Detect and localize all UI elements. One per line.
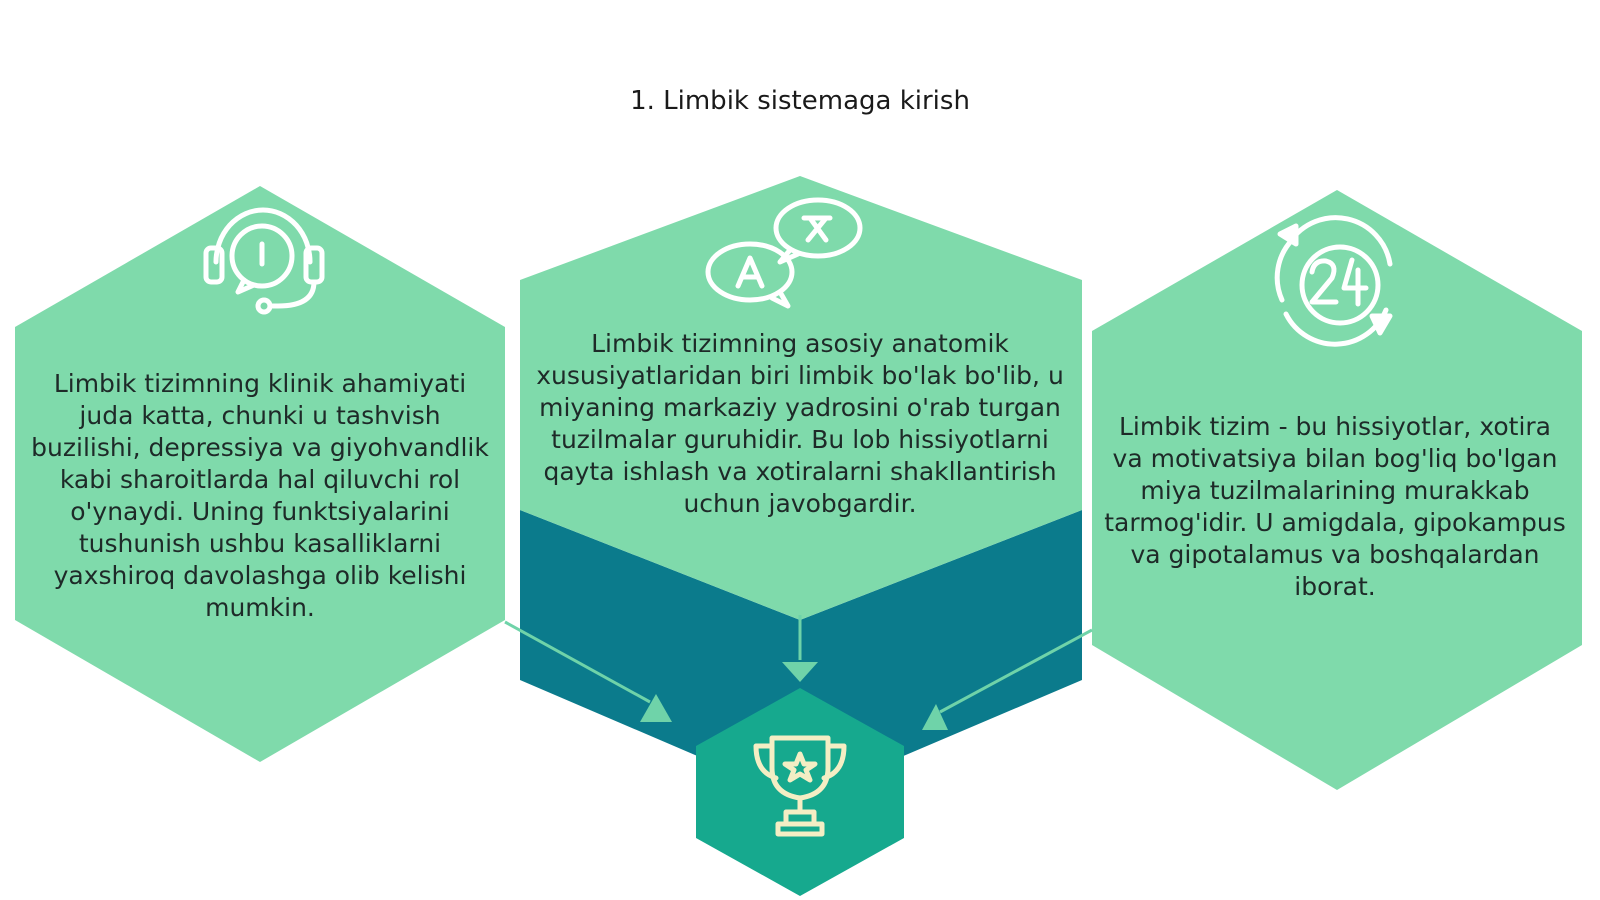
hex-left (15, 186, 505, 762)
page-title: 1. Limbik sistemaga kirish (630, 86, 970, 116)
arrow-right-head (922, 704, 948, 730)
arrow-left-head (640, 694, 672, 722)
connector-arrows (504, 615, 1093, 714)
hex-right-text: Limbik tizim - bu hissiyotlar, xotira va… (1104, 412, 1566, 601)
arrow-center-head (782, 662, 818, 682)
24-hours-icon (1274, 215, 1393, 347)
headset-info-icon (203, 207, 325, 315)
hex-center (520, 176, 1082, 620)
translate-bubbles-icon (705, 197, 863, 309)
arrow-right-line (939, 628, 1093, 714)
arrow-left-line (504, 620, 651, 704)
hex-center-text: Limbik tizimning asosiy anatomik xususiy… (536, 329, 1064, 518)
hex-left-text: Limbik tizimning klinik ahamiyati juda k… (31, 369, 489, 622)
hex-bottom (696, 688, 904, 896)
hex-right (1092, 190, 1582, 790)
trophy-icon (753, 735, 847, 837)
